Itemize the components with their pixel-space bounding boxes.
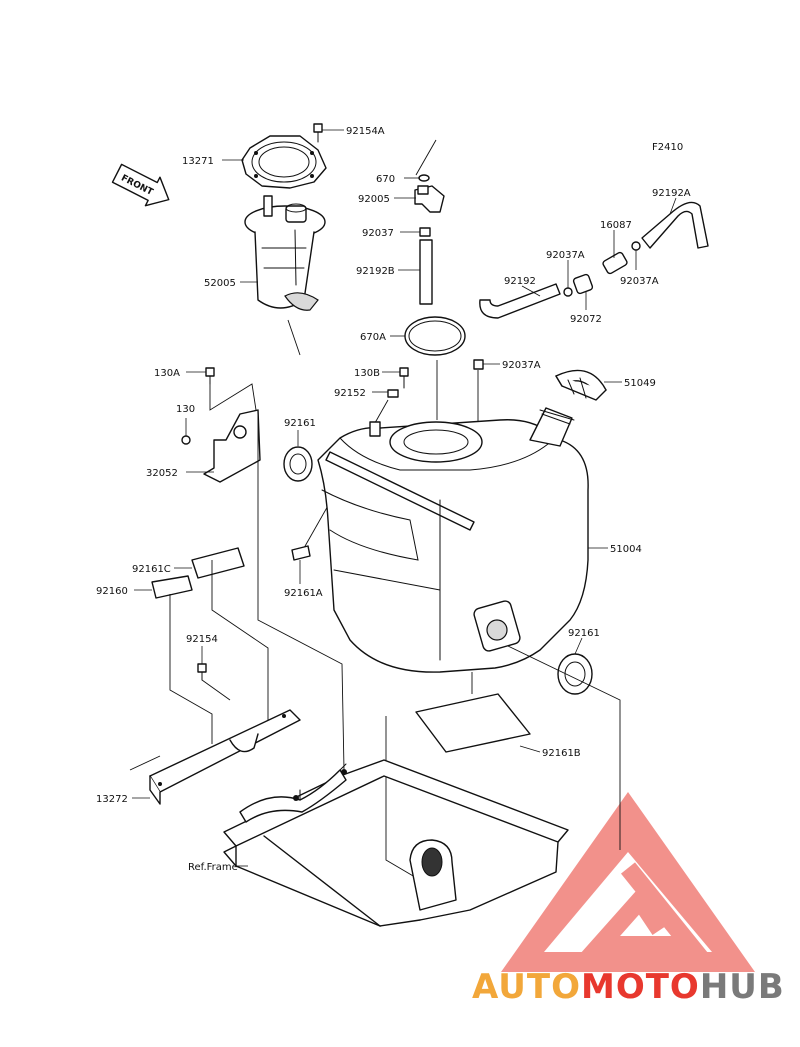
callout-92037A-lower: 92037A — [502, 360, 541, 371]
vent-fitting-group — [404, 139, 466, 420]
callout-670A: 670A — [360, 332, 386, 343]
callout-13271: 13271 — [182, 156, 214, 167]
callout-92160: 92160 — [96, 586, 128, 597]
callout-32052: 32052 — [146, 468, 178, 479]
grommet-upper — [283, 446, 313, 482]
callout-92154A: 92154A — [346, 126, 385, 137]
callout-92161C: 92161C — [132, 564, 171, 575]
callout-92192: 92192 — [504, 276, 536, 287]
front-arrow-icon: FRONT — [111, 163, 170, 207]
callout-92037A-right: 92037A — [620, 276, 659, 287]
callout-13272: 13272 — [96, 794, 128, 805]
callout-92161B: 92161B — [542, 748, 581, 759]
grommet-lower — [557, 653, 593, 695]
callout-670: 670 — [376, 174, 395, 185]
callout-92161-upper: 92161 — [284, 418, 316, 429]
callout-130: 130 — [176, 404, 195, 415]
callout-92192A: 92192A — [652, 188, 691, 199]
callout-51004: 51004 — [610, 544, 642, 555]
callout-130B: 130B — [354, 368, 380, 379]
callout-92161-lower: 92161 — [568, 628, 600, 639]
callout-92037A-upper: 92037A — [546, 250, 585, 261]
pad-92161A — [291, 545, 311, 561]
pump-gasket-ring — [241, 135, 327, 189]
frame — [223, 759, 569, 927]
callout-130A: 130A — [154, 368, 180, 379]
pad-92161C — [191, 547, 245, 579]
filler-cap — [555, 369, 607, 401]
callout-92005: 92005 — [358, 194, 390, 205]
pad-92161B — [415, 693, 531, 753]
pad-92160 — [151, 575, 193, 599]
watermark-brand-hub: HUB — [700, 967, 785, 1007]
callout-ref-frame: Ref.Frame — [188, 862, 238, 873]
callout-92192B: 92192B — [356, 266, 395, 277]
callout-92154: 92154 — [186, 634, 218, 645]
bolt-92154 — [197, 663, 207, 681]
leader-lines — [132, 129, 677, 867]
fuel-pump-assembly — [241, 123, 327, 356]
watermark-logo — [501, 792, 755, 972]
breather-line-group — [473, 201, 709, 462]
callout-92072: 92072 — [570, 314, 602, 325]
callout-labels: 92154A 13271 670 92005 92037 92192B 5200… — [96, 126, 691, 873]
fuel-tank — [317, 407, 589, 673]
mount-bracket-13272 — [149, 709, 301, 805]
callout-16087: 16087 — [600, 220, 632, 231]
watermark-brand-auto: AUTO — [472, 967, 581, 1007]
tank-bracket — [181, 367, 261, 483]
callout-92037: 92037 — [362, 228, 394, 239]
callout-51049: 51049 — [624, 378, 656, 389]
figure-code: F2410 — [652, 142, 683, 153]
watermark-brand-moto: MOTO — [581, 967, 700, 1007]
watermark-brand: AUTOMOTOHUB — [472, 967, 785, 1007]
callout-92152: 92152 — [334, 388, 366, 399]
callout-52005: 52005 — [204, 278, 236, 289]
callout-92161A: 92161A — [284, 588, 323, 599]
